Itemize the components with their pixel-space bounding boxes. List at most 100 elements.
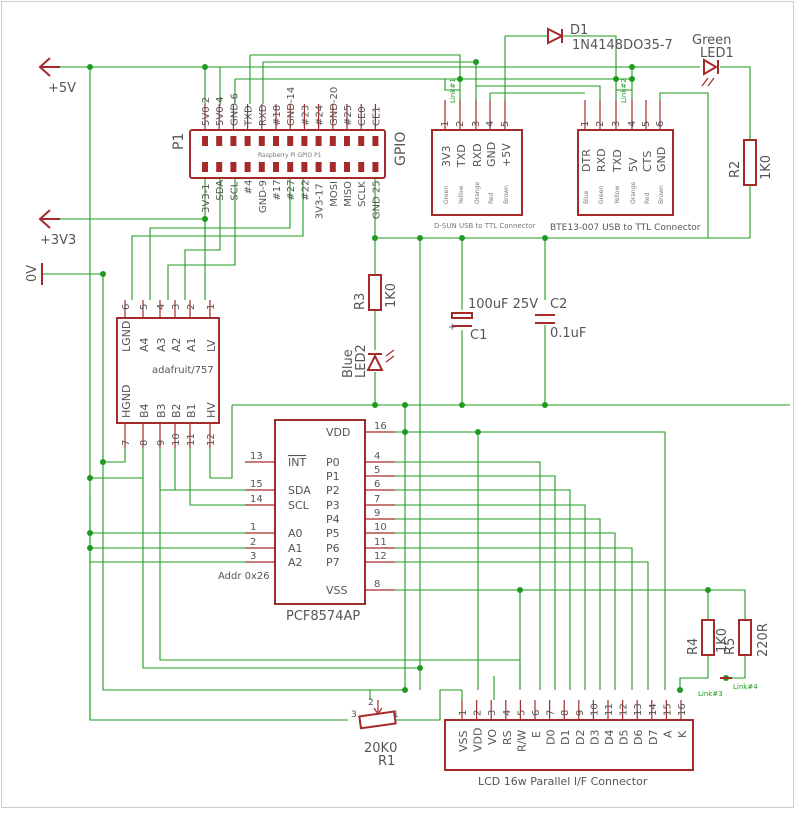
pcf-right-pin-number: 16	[374, 421, 387, 432]
pcf-right-pin-name: P2	[326, 484, 340, 497]
level-top-name: A2	[170, 337, 183, 352]
gpio-bottom-pin-label: 3V3-17	[315, 183, 326, 219]
lcd-pin-name: D3	[588, 730, 601, 745]
pcf8574-body	[274, 419, 366, 605]
bte-pin-name: DTR	[580, 149, 593, 172]
dsun-pin-number: 2	[455, 121, 466, 127]
dsun-pin-name: TXD	[455, 144, 468, 168]
pcf-right-pin-name: P7	[326, 556, 340, 569]
gpio-bottom-pin	[329, 162, 336, 172]
gpio-top-pin-label: 5V0-4	[215, 96, 226, 126]
gpio-bottom-pin	[216, 162, 223, 172]
gpio-top-pin-label: GND-14	[286, 87, 297, 126]
pcf-left-pin-number: 13	[250, 451, 263, 462]
level-bottom-number: 11	[186, 433, 197, 446]
bte-pin-number: 4	[627, 121, 638, 127]
r3-value: 1K0	[384, 283, 399, 308]
level-bottom-number: 12	[206, 433, 217, 446]
level-bottom-name: HV	[205, 402, 218, 418]
c1-value: 100uF 25V	[468, 297, 538, 312]
gpio-bottom-pin-label: #27	[286, 179, 297, 200]
lcd-pin-name: RS	[501, 730, 514, 745]
level-bottom-name: B3	[155, 403, 168, 418]
gpio-bottom-pin	[230, 162, 237, 172]
dsun-wire-color: Orange	[474, 182, 481, 204]
dsun-pin-name: GND	[485, 142, 498, 167]
rail-5v-label: +5V	[48, 81, 76, 96]
d1-ref: D1	[570, 23, 588, 38]
pcf-right-pin-number: 4	[374, 451, 380, 462]
dsun-pin-number: 3	[471, 121, 482, 127]
gpio-bottom-pin-label: SDA	[215, 180, 226, 201]
gpio-bottom-pin-label: GND-9	[258, 180, 269, 213]
dsun-wire-color: Red	[488, 192, 495, 204]
dsun-link-label: Link#1	[449, 78, 457, 103]
r1-pin2: 2	[368, 698, 374, 708]
lcd-pin-number: 12	[619, 703, 630, 716]
lcd-pin-name: VSS	[457, 730, 470, 752]
gpio-top-pin-label: #24	[315, 105, 326, 126]
c1-ref: C1	[470, 328, 487, 343]
dsun-pin-name: +5V	[500, 143, 513, 167]
level-top-number: 5	[139, 304, 150, 310]
lcd-pin-name: E	[530, 731, 543, 738]
lcd-pin-name: D1	[559, 730, 572, 745]
level-top-name: LGND	[120, 321, 133, 352]
level-top-number: 4	[156, 304, 167, 310]
lcd-pin-name: D7	[647, 730, 660, 745]
gpio-bottom-pin-label: MOSI	[329, 181, 340, 207]
gpio-bottom-pin	[258, 162, 265, 172]
bte-wire-color: Orange	[630, 182, 637, 204]
gpio-top-pin-label: CE1	[371, 106, 382, 126]
level-top-number: 1	[206, 304, 217, 310]
r5-ref: R5	[723, 638, 738, 655]
level-bottom-number: 10	[171, 433, 182, 446]
lcd-pin-name: D6	[632, 730, 645, 745]
level-bottom-number: 8	[139, 440, 150, 446]
gpio-bottom-pin-label: GND 25	[371, 180, 382, 219]
r1-pin1: 1	[393, 710, 399, 720]
level-top-number: 2	[186, 304, 197, 310]
gpio-header	[189, 104, 386, 179]
level-top-name: A3	[155, 337, 168, 352]
pcf-right-pin-name: P5	[326, 527, 340, 540]
pcf-right-pin-name: P0	[326, 456, 340, 469]
pcf-addr: Addr 0x26	[218, 571, 270, 582]
pcf-left-pin-number: 1	[250, 522, 256, 533]
pcf-left-pin-name: A2	[288, 556, 303, 569]
dsun-caption: D-SUN USB to TTL Connector	[434, 222, 536, 230]
r1-value: 20K0	[364, 741, 397, 756]
wires	[42, 35, 790, 721]
gpio-top-pin-label: TXD	[244, 105, 255, 127]
d1-diode	[547, 27, 565, 45]
gpio-bottom-pin-label: #4	[244, 180, 255, 195]
gpio-top-pin-label: GND-20	[329, 87, 340, 126]
bte-pin-name: RXD	[595, 148, 608, 172]
pcf-right-pin-number: 10	[374, 522, 387, 533]
dsun-wire-color: Yellow	[458, 185, 465, 205]
bte-pin-name: 5V	[627, 157, 640, 172]
lcd-pin-number: 10	[589, 703, 600, 716]
gpio-top-pin	[258, 136, 265, 146]
dsun-wire-color: Brown	[503, 185, 510, 204]
r2-resistor	[743, 139, 757, 186]
gpio-top-pin	[273, 136, 279, 146]
bte-link-label: Link#2	[620, 78, 628, 103]
lcd-pin-name: D2	[574, 730, 587, 745]
r3-resistor	[368, 274, 382, 311]
r3-ref: R3	[353, 293, 368, 310]
lcd-pin-name: D5	[618, 730, 631, 745]
gpio-top-pin	[202, 136, 208, 146]
level-shifter-body	[116, 317, 220, 424]
r2-value: 1K0	[759, 155, 774, 180]
level-bottom-name: HGND	[120, 385, 133, 419]
pcf-left-pin-number: 14	[250, 494, 263, 505]
link4-label: Link#4	[733, 683, 758, 691]
level-top-name: A1	[185, 337, 198, 352]
pcf-left-pin-name: INT	[288, 456, 306, 469]
lcd-pin-number: 16	[677, 703, 688, 716]
r4-value: 1K0	[715, 628, 730, 653]
r2-ref: R2	[728, 161, 743, 178]
